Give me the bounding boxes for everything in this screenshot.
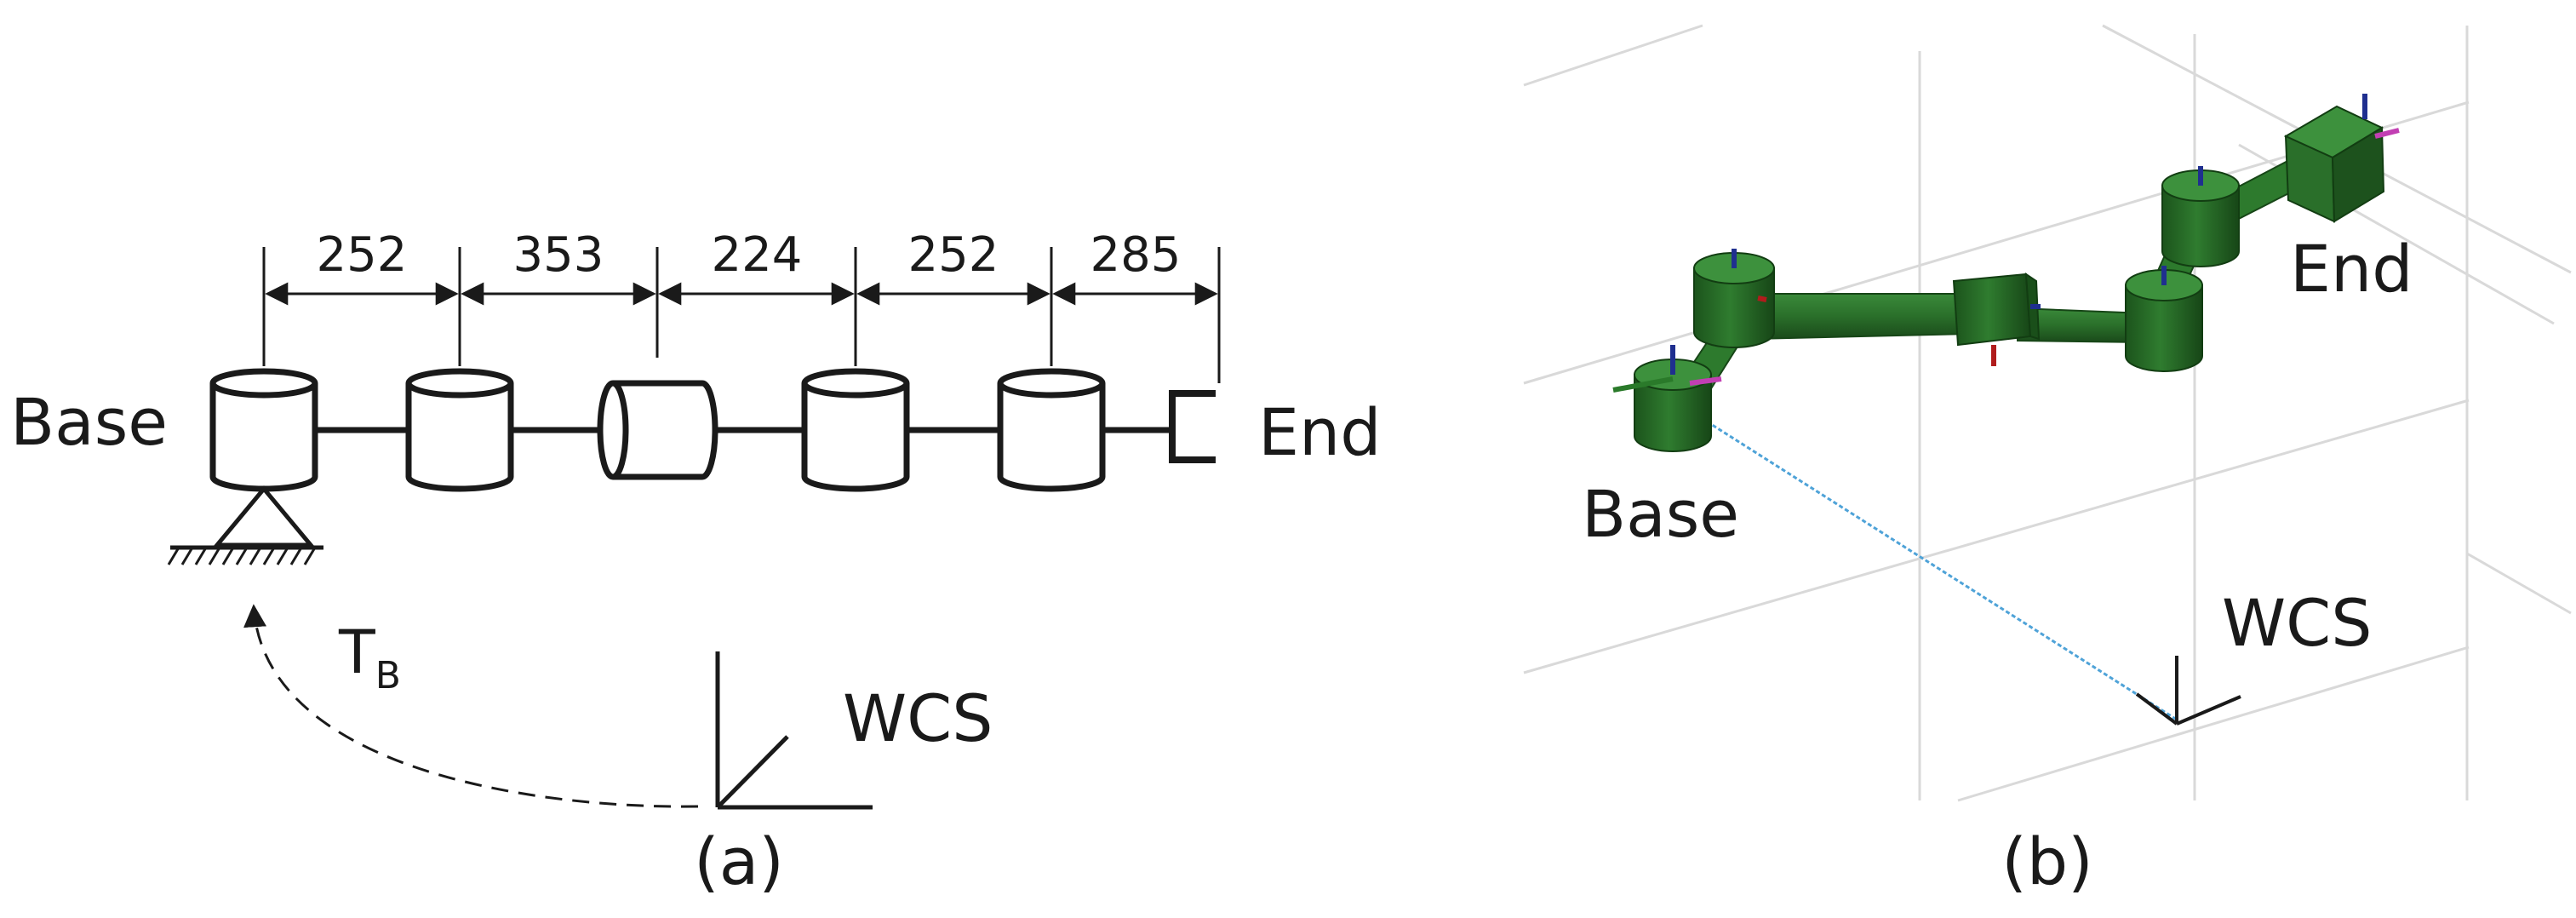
wcs-label: WCS	[843, 680, 993, 756]
base-to-wcs-line	[1706, 420, 2178, 721]
robot-joint-3	[1952, 273, 2041, 347]
robot-end-effector	[2283, 105, 2385, 223]
joint-2	[405, 368, 514, 492]
dimension-extension-lines	[262, 247, 1221, 383]
base-label: Base	[10, 384, 168, 460]
dimension-label-2: 353	[513, 227, 604, 283]
end-label: End	[1258, 394, 1381, 470]
panel-b: Base End WCS (b)	[1523, 24, 2572, 899]
joint-base	[209, 368, 318, 492]
dimension-label-3: 224	[712, 227, 803, 283]
joint-4	[801, 368, 910, 492]
panel-a: 252 353 224 252 285	[10, 227, 1381, 899]
wcs-label-3d: WCS	[2222, 585, 2372, 661]
ground-support-icon	[167, 485, 323, 565]
end-label-3d: End	[2290, 231, 2413, 307]
base-label-3d: Base	[1582, 476, 1739, 552]
caption-b: (b)	[2001, 823, 2093, 899]
wcs-axes-icon-3d	[2135, 656, 2241, 726]
joint-3	[597, 380, 718, 480]
caption-a: (a)	[694, 823, 784, 899]
dimension-label-4: 252	[908, 227, 999, 283]
transform-label: TB	[338, 617, 401, 697]
dimension-label-5: 285	[1091, 227, 1182, 283]
transform-arrow	[243, 604, 699, 808]
joint-frame-axes	[1612, 94, 2400, 393]
wcs-axes-icon	[715, 651, 873, 810]
joint-5	[997, 368, 1106, 492]
end-effector-icon	[1169, 390, 1216, 463]
dimension-label-1: 252	[317, 227, 408, 283]
robot-joint-2	[1693, 252, 1775, 348]
